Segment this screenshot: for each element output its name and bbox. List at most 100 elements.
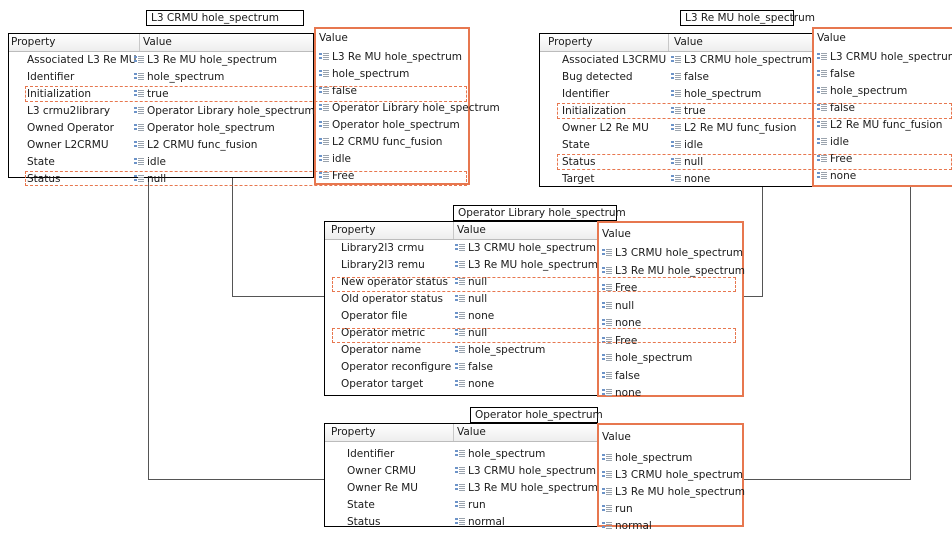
value-column-header[interactable]: Value bbox=[457, 224, 486, 236]
value-column-header[interactable]: Value bbox=[457, 426, 486, 438]
connector-line bbox=[232, 176, 233, 296]
property-row[interactable]: Operator metric null bbox=[325, 325, 598, 342]
property-row[interactable]: Operator name hole_spectrum bbox=[325, 342, 598, 359]
value-column-header[interactable]: Value bbox=[674, 36, 703, 48]
property-value: none bbox=[671, 171, 710, 188]
property-column-header[interactable]: Property bbox=[331, 224, 376, 236]
property-row[interactable]: Owner L2CRMU L2 CRMU func_fusion bbox=[9, 137, 313, 154]
property-row[interactable]: Owner Re MU L3 Re MU hole_spectrum bbox=[325, 480, 598, 497]
property-row[interactable]: Library2l3 remu L3 Re MU hole_spectrum bbox=[325, 257, 598, 274]
value-panel: Value L3 CRMU hole_spectrum false hole_s… bbox=[812, 27, 952, 187]
list-value-icon bbox=[602, 353, 612, 362]
property-name: L3 crmu2library bbox=[27, 105, 111, 117]
value-cell: L2 Re MU func_fusion bbox=[817, 117, 942, 133]
highlight-dashed-box bbox=[332, 328, 736, 343]
value-cell: L3 CRMU hole_spectrum bbox=[817, 49, 952, 65]
list-value-icon bbox=[134, 140, 144, 149]
property-value: true bbox=[134, 86, 169, 103]
connector-line bbox=[762, 186, 763, 296]
list-value-icon bbox=[319, 137, 329, 146]
property-column-header[interactable]: Property bbox=[548, 36, 593, 48]
panel-title: L3 Re MU hole_spectrum bbox=[680, 10, 815, 26]
property-row[interactable]: Identifier hole_spectrum bbox=[540, 86, 812, 103]
value-panel: Value L3 Re MU hole_spectrum hole_spectr… bbox=[314, 27, 500, 185]
highlight-dashed-box bbox=[557, 103, 952, 119]
property-value: null bbox=[671, 154, 703, 171]
property-row[interactable]: State idle bbox=[540, 137, 812, 154]
property-row[interactable]: Owner L2 Re MU L2 Re MU func_fusion bbox=[540, 120, 812, 137]
list-value-icon bbox=[319, 171, 329, 180]
property-name: Owner L2 Re MU bbox=[562, 122, 649, 134]
list-value-icon bbox=[602, 453, 612, 462]
property-name: Initialization bbox=[27, 88, 92, 100]
property-name: Operator metric bbox=[341, 327, 426, 339]
table-header: Property Value bbox=[325, 424, 598, 442]
property-value: true bbox=[671, 103, 706, 120]
property-table[interactable]: Property Value Associated L3CRMU L3 CRMU… bbox=[539, 33, 813, 187]
property-table[interactable]: Property Value Library2l3 crmu L3 CRMU h… bbox=[324, 221, 599, 396]
property-row[interactable]: State run bbox=[325, 497, 598, 514]
header-label: Value bbox=[602, 228, 631, 240]
property-value: hole_spectrum bbox=[455, 342, 545, 359]
property-name: New operator status bbox=[341, 276, 448, 288]
property-row[interactable]: Owner CRMU L3 CRMU hole_spectrum bbox=[325, 463, 598, 480]
list-value-icon bbox=[602, 248, 612, 257]
list-value-icon bbox=[817, 154, 827, 163]
value-cell: L3 Re MU hole_spectrum bbox=[602, 263, 745, 279]
value-cell: hole_spectrum bbox=[602, 350, 692, 366]
property-row[interactable]: Associated L3CRMU L3 CRMU hole_spectrum bbox=[540, 52, 812, 69]
property-row[interactable]: Operator reconfigure false bbox=[325, 359, 598, 376]
list-value-icon bbox=[817, 137, 827, 146]
value-cell: Operator hole_spectrum bbox=[319, 117, 460, 133]
value-cell: idle bbox=[319, 151, 351, 167]
table-header: Property Value bbox=[325, 222, 598, 240]
property-table[interactable]: Property Value Identifier hole_spectrum … bbox=[324, 423, 599, 528]
list-value-icon bbox=[671, 140, 681, 149]
property-name: Operator file bbox=[341, 310, 408, 322]
property-row[interactable]: Identifier hole_spectrum bbox=[325, 446, 598, 463]
list-value-icon bbox=[319, 86, 329, 95]
property-row[interactable]: Initialization true bbox=[540, 103, 812, 120]
property-row[interactable]: Associated L3 Re MU L3 Re MU hole_spectr… bbox=[9, 52, 313, 69]
value-column-header[interactable]: Value bbox=[143, 36, 172, 48]
property-table[interactable]: Property Value Associated L3 Re MU L3 Re… bbox=[8, 33, 315, 185]
property-row[interactable]: Initialization true bbox=[9, 86, 313, 103]
property-name: Status bbox=[347, 516, 381, 528]
connector-line bbox=[910, 186, 911, 480]
connector-line bbox=[148, 176, 149, 480]
property-name: Operator reconfigure bbox=[341, 361, 452, 373]
value-panel: Value hole_spectrum L3 CRMU hole_spectru… bbox=[597, 423, 745, 532]
property-row[interactable]: Target none bbox=[540, 171, 812, 188]
highlight-dashed-box bbox=[25, 171, 467, 186]
property-name: Identifier bbox=[347, 448, 395, 460]
highlight-dashed-box bbox=[332, 277, 736, 292]
property-row[interactable]: Status null bbox=[9, 171, 313, 188]
property-name: Library2l3 crmu bbox=[341, 242, 425, 254]
list-value-icon bbox=[671, 106, 681, 115]
property-row[interactable]: Bug detected false bbox=[540, 69, 812, 86]
list-value-icon bbox=[455, 500, 465, 509]
property-name: Owner CRMU bbox=[347, 465, 416, 477]
property-row[interactable]: Owned Operator Operator hole_spectrum bbox=[9, 120, 313, 137]
property-row[interactable]: Old operator status null bbox=[325, 291, 598, 308]
value-cell: normal bbox=[602, 518, 652, 534]
header-label: Value bbox=[319, 32, 348, 44]
property-name: State bbox=[347, 499, 375, 511]
property-row[interactable]: New operator status null bbox=[325, 274, 598, 291]
property-value: false bbox=[671, 69, 709, 86]
list-value-icon bbox=[671, 89, 681, 98]
property-value: idle bbox=[134, 154, 166, 171]
property-row[interactable]: Operator target none bbox=[325, 376, 598, 393]
property-name: Associated L3CRMU bbox=[562, 54, 667, 66]
property-column-header[interactable]: Property bbox=[11, 36, 56, 48]
property-column-header[interactable]: Property bbox=[331, 426, 376, 438]
header-label: Value bbox=[602, 431, 631, 443]
property-row[interactable]: Operator file none bbox=[325, 308, 598, 325]
property-row[interactable]: State idle bbox=[9, 154, 313, 171]
property-row[interactable]: Status null bbox=[540, 154, 812, 171]
property-row[interactable]: Status normal bbox=[325, 514, 598, 531]
property-row[interactable]: Library2l3 crmu L3 CRMU hole_spectrum bbox=[325, 240, 598, 257]
property-row[interactable]: Identifier hole_spectrum bbox=[9, 69, 313, 86]
property-row[interactable]: L3 crmu2library Operator Library hole_sp… bbox=[9, 103, 315, 120]
list-value-icon bbox=[671, 55, 681, 64]
